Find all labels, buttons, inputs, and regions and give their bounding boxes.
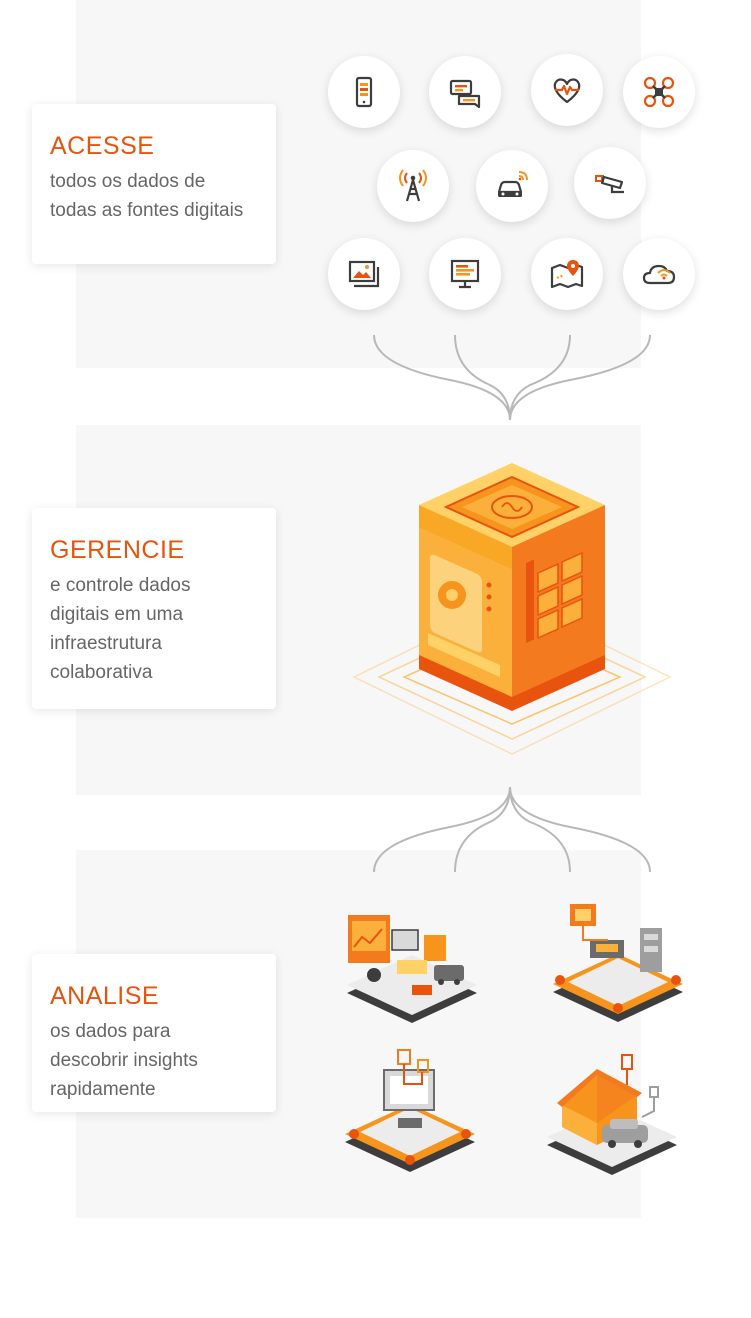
heart-monitor-icon — [553, 78, 581, 104]
computer-lab-scene-icon — [345, 1049, 475, 1172]
source-smartphone — [328, 56, 400, 128]
card-text-line: rapidamente — [50, 1079, 156, 1100]
image-gallery-icon — [348, 260, 380, 288]
card-manage: GERENCIE e controle dados digitais em um… — [32, 508, 276, 709]
card-text-line: os dados para — [50, 1021, 171, 1042]
card-analyze: ANALISE os dados para descobrir insights… — [32, 954, 276, 1112]
cloud-wifi-icon — [642, 264, 676, 285]
factory-scene-icon — [553, 904, 683, 1022]
card-title-analyze: ANALISE — [50, 982, 160, 1010]
source-cloud-wifi — [623, 238, 695, 310]
connected-car-icon — [497, 171, 528, 197]
card-title-manage: GERENCIE — [50, 536, 185, 564]
source-connected-car — [476, 150, 548, 222]
card-text-line: descobrir insights — [50, 1050, 198, 1071]
card-access: ACESSE todos os dados de todas as fontes… — [32, 104, 276, 264]
source-chat — [429, 56, 501, 128]
source-security-camera — [574, 147, 646, 219]
card-text-line: todas as fontes digitais — [50, 200, 244, 221]
office-scene-icon — [347, 915, 477, 1023]
antenna-icon — [399, 169, 427, 202]
connector-lines-top — [373, 334, 651, 421]
brain-chip-cube-icon — [352, 463, 672, 755]
connector-lines-bottom — [373, 786, 651, 873]
drone-icon — [643, 76, 675, 108]
map-location-icon — [550, 260, 584, 289]
source-map-location — [531, 238, 603, 310]
chat-icon — [449, 79, 481, 109]
card-text-line: todos os dados de — [50, 171, 206, 192]
card-text-line: infraestrutura — [50, 633, 162, 654]
source-antenna — [377, 150, 449, 222]
source-image-gallery — [328, 238, 400, 310]
monitor-icon — [450, 259, 480, 289]
card-text-line: colaborativa — [50, 662, 153, 683]
card-text-line: digitais em uma — [50, 604, 184, 625]
source-drone — [623, 56, 695, 128]
source-heart-monitor — [531, 54, 603, 126]
smart-home-scene-icon — [547, 1054, 677, 1175]
security-camera-icon — [595, 175, 624, 194]
card-title-access: ACESSE — [50, 132, 155, 160]
smartphone-icon — [355, 76, 373, 108]
source-monitor — [429, 238, 501, 310]
card-text-line: e controle dados — [50, 575, 191, 596]
